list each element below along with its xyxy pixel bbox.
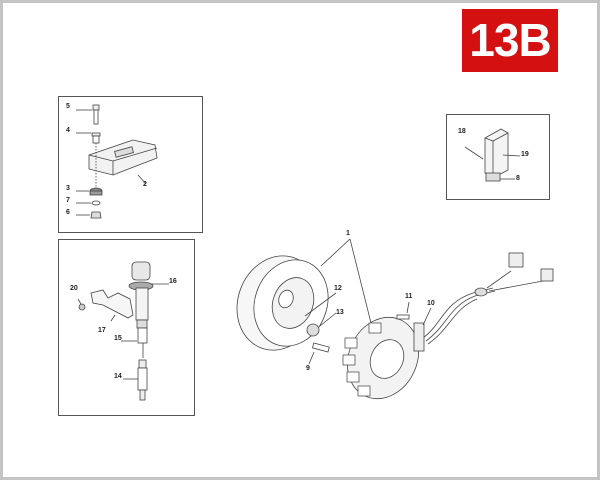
callout-11: 11 bbox=[405, 293, 413, 300]
callout-12: 12 bbox=[334, 285, 342, 292]
callout-9: 9 bbox=[306, 365, 310, 372]
callout-17: 17 bbox=[98, 327, 106, 334]
sensor-icon bbox=[484, 128, 509, 179]
callout-15: 15 bbox=[114, 335, 122, 342]
callout-3: 3 bbox=[66, 185, 70, 192]
screw-icon bbox=[396, 314, 410, 320]
callout-4: 4 bbox=[66, 127, 70, 134]
connector-icon bbox=[540, 268, 554, 282]
wiring-harness-icon bbox=[413, 252, 554, 352]
bolt-icon bbox=[312, 342, 330, 353]
flywheel-icon bbox=[236, 255, 329, 351]
regulator-icon bbox=[88, 139, 158, 176]
spark-plug-icon bbox=[138, 359, 147, 369]
callout-14: 14 bbox=[114, 373, 122, 380]
callout-20: 20 bbox=[70, 285, 78, 292]
bolt-icon bbox=[78, 303, 86, 311]
callout-19: 19 bbox=[521, 151, 529, 158]
bracket-icon bbox=[90, 289, 134, 319]
parts-illustration bbox=[76, 104, 554, 401]
nut-icon bbox=[306, 323, 320, 337]
callout-2: 2 bbox=[143, 181, 147, 188]
callout-5: 5 bbox=[66, 103, 70, 110]
regulator-group-box bbox=[58, 96, 203, 233]
callout-16: 16 bbox=[169, 278, 177, 285]
connector-icon bbox=[508, 252, 524, 268]
callout-18: 18 bbox=[458, 128, 466, 135]
stator-icon bbox=[342, 316, 419, 400]
callout-8: 8 bbox=[516, 175, 520, 182]
callout-6: 6 bbox=[66, 209, 70, 216]
coil-connector-icon bbox=[131, 261, 151, 281]
callout-1: 1 bbox=[346, 230, 350, 237]
callout-10: 10 bbox=[427, 300, 435, 307]
ignition-coil-group-box bbox=[58, 239, 195, 416]
callout-7: 7 bbox=[66, 197, 70, 204]
section-badge: 13B bbox=[462, 9, 558, 72]
bolt-icon bbox=[92, 104, 100, 111]
callout-13: 13 bbox=[336, 309, 344, 316]
